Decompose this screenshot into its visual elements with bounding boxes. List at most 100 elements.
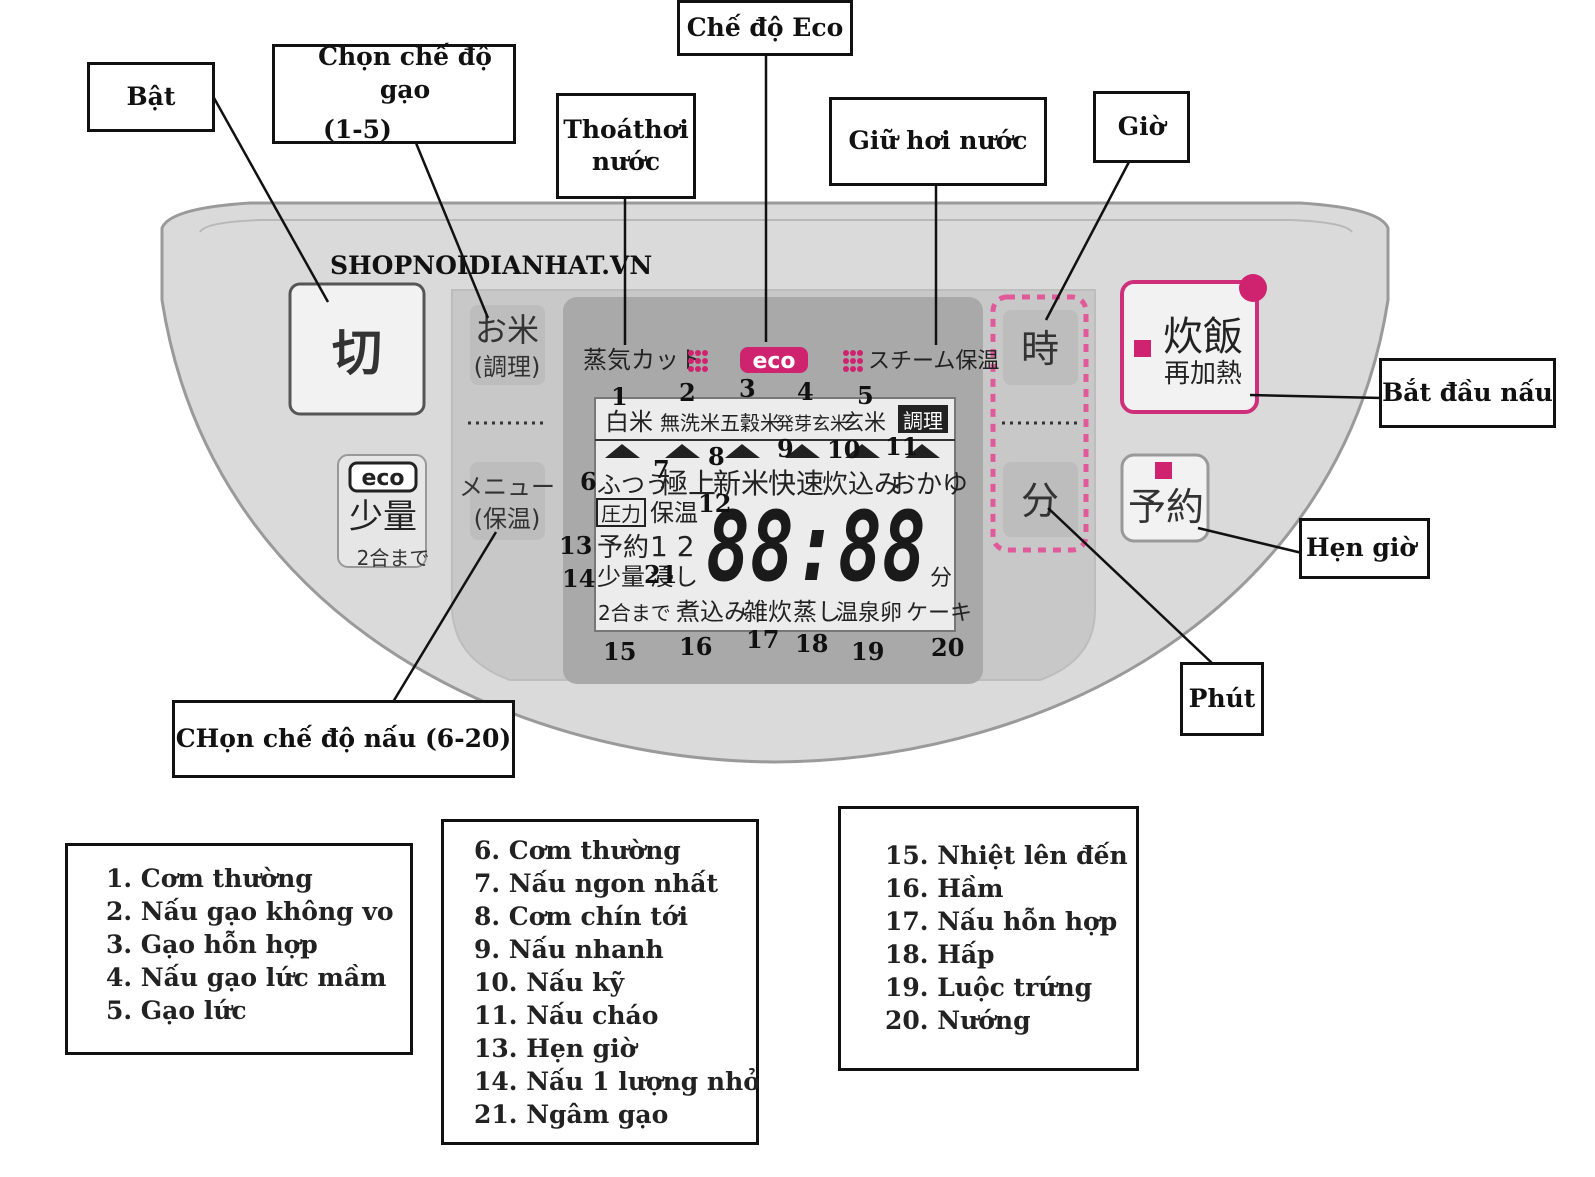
number-label-13: 13 xyxy=(559,531,592,560)
callout-rice-mode: Chọn chế độ gạo (1-5) xyxy=(272,42,516,145)
callout-steam-release-text-1: Thoáthơi xyxy=(563,114,689,144)
eco-badge: eco xyxy=(361,466,404,491)
small-amount-sublabel: 2合まで xyxy=(357,546,430,570)
callout-minute-text: Phút xyxy=(1188,683,1256,713)
number-label-7: 7 xyxy=(653,455,670,484)
callout-steam-release: Thoáthơi nước xyxy=(556,93,696,199)
callout-minute: Phút xyxy=(1180,662,1264,736)
menu-new-rice: 新米 xyxy=(713,467,769,500)
rice-type-mixed: 五穀米 xyxy=(720,411,780,435)
hour-button-label: 時 xyxy=(1021,327,1059,371)
legend-item: 13. Hẹn giờ xyxy=(474,1034,637,1063)
timer-button[interactable] xyxy=(1120,453,1210,543)
callout-power-on-text: Bật xyxy=(126,81,176,111)
legend-item: 19. Luộc trứng xyxy=(885,973,1093,1002)
menu-onsen-egg: 温泉卵 xyxy=(836,601,902,626)
number-label-18: 18 xyxy=(795,629,828,658)
rice-mode-label: お米 xyxy=(475,311,539,349)
cooking-mode-tag: 調理 xyxy=(903,409,943,433)
number-label-12: 12 xyxy=(698,489,731,518)
time-buttons-frame xyxy=(990,294,1089,553)
menu-normal: ふつう xyxy=(597,471,669,499)
menu-cake: ケーキ xyxy=(906,601,972,626)
steam-dots-right xyxy=(843,350,863,372)
number-label-4: 4 xyxy=(797,377,814,406)
keep-warm-indicator: 保温 xyxy=(650,499,698,527)
legend-item: 2. Nấu gạo không vo xyxy=(106,897,394,926)
number-label-6: 6 xyxy=(580,467,597,496)
small-amount-label: 少量 xyxy=(349,497,417,537)
rice-type-white: 白米 xyxy=(605,408,653,436)
steam-keep-warm-indicator: スチーム保温 xyxy=(868,349,999,374)
menu-sublabel: (保温) xyxy=(474,505,541,533)
menu-steam: 蒸し xyxy=(793,598,841,626)
eco-mode-text: eco xyxy=(752,349,795,374)
watermark: SHOPNOIDIANHAT.VN xyxy=(330,251,652,280)
eco-mode-indicator xyxy=(740,347,808,373)
number-label-17: 17 xyxy=(746,625,779,654)
menu-mixed-cooking: 炊込み xyxy=(822,470,900,500)
hour-button[interactable] xyxy=(1003,310,1078,385)
number-label-14: 14 xyxy=(562,564,595,593)
legend-item: 3. Gạo hỗn hợp xyxy=(106,930,318,959)
off-button[interactable] xyxy=(288,282,426,416)
callout-timer: Hẹn giờ xyxy=(1299,518,1430,579)
callout-start-cooking: Bắt đầu nấu xyxy=(1379,358,1556,428)
callout-steam-keep-text: Giữ hơi nước xyxy=(848,126,1028,156)
minute-unit: 分 xyxy=(930,566,952,591)
number-label-19: 19 xyxy=(851,637,884,666)
legend-item: 7. Nấu ngon nhất xyxy=(474,869,719,898)
number-label-8: 8 xyxy=(708,442,725,471)
menu-up-to-2-cups: 2合まで xyxy=(598,601,671,625)
off-button-label: 切 xyxy=(332,324,382,382)
rice-mode-button[interactable] xyxy=(470,305,545,385)
legend-cooking-modes: 6. Cơm thường 7. Nấu ngon nhất 8. Cơm ch… xyxy=(441,819,760,1145)
legend-item: 15. Nhiệt lên đến xyxy=(885,841,1128,870)
small-amount-indicator: 少量 xyxy=(597,563,645,591)
callout-rice-mode-range: (1-5) xyxy=(323,115,392,145)
number-label-10: 10 xyxy=(827,435,860,464)
legend-item: 18. Hấp xyxy=(885,940,995,969)
lcd-screen xyxy=(594,397,956,632)
callout-rice-mode-text: Chọn chế độ gạo xyxy=(318,42,492,104)
reserve-numbers: 1 2 xyxy=(650,530,695,563)
menu-indicator-triangles xyxy=(605,444,940,458)
menu-quick: 快速 xyxy=(768,467,824,500)
legend-rice-modes: 1. Cơm thường 2. Nấu gạo không vo 3. Gạo… xyxy=(65,843,413,1055)
display-number-labels: 1 2 3 4 5 6 7 8 9 10 11 12 13 14 15 16 1… xyxy=(559,374,964,666)
legend-item: 17. Nấu hỗn hợp xyxy=(885,907,1118,936)
legend-item: 9. Nấu nhanh xyxy=(474,935,664,964)
callout-start-cooking-text: Bắt đầu nấu xyxy=(1382,377,1553,407)
callout-hour-text: Giờ xyxy=(1117,111,1166,141)
callout-hour: Giờ xyxy=(1093,91,1190,163)
rice-mode-sublabel: (調理) xyxy=(474,353,541,381)
cook-button-sublabel: 再加熱 xyxy=(1164,359,1242,389)
legend-item: 1. Cơm thường xyxy=(106,864,313,893)
menu-porridge: おかゆ xyxy=(890,470,968,500)
rice-type-brown: 玄米 xyxy=(842,411,886,436)
menu-rice-soup: 雑炊 xyxy=(744,598,792,626)
legend-item: 14. Nấu 1 lượng nhỏ xyxy=(474,1067,760,1096)
number-label-2: 2 xyxy=(679,378,696,407)
steam-cut-indicator: 蒸気カット xyxy=(583,346,703,374)
pressure-indicator: 圧力 xyxy=(601,502,641,526)
menu-button[interactable] xyxy=(470,462,545,540)
number-label-15: 15 xyxy=(603,637,636,666)
cook-button[interactable] xyxy=(1120,280,1259,414)
menu-stew: 煮込み xyxy=(676,598,748,626)
number-label-21: 21 xyxy=(644,560,677,589)
number-label-3: 3 xyxy=(739,374,756,403)
callout-cooking-mode: CHọn chế độ nấu (6-20) xyxy=(172,700,515,778)
time-display-digits: 88:88 xyxy=(706,491,926,603)
number-label-16: 16 xyxy=(679,632,712,661)
legend-special-modes: 15. Nhiệt lên đến 16. Hầm 17. Nấu hỗn hợ… xyxy=(838,806,1139,1071)
cook-button-label: 炊飯 xyxy=(1163,314,1243,360)
callout-leader-lines xyxy=(212,54,1383,703)
callout-eco-mode: Chế độ Eco xyxy=(677,0,853,56)
reserve-indicator: 予約 xyxy=(597,533,649,563)
legend-item: 6. Cơm thường xyxy=(474,836,681,865)
callout-steam-release-text-2: nước xyxy=(591,147,661,176)
number-label-5: 5 xyxy=(857,381,874,410)
number-label-11: 11 xyxy=(885,432,918,461)
